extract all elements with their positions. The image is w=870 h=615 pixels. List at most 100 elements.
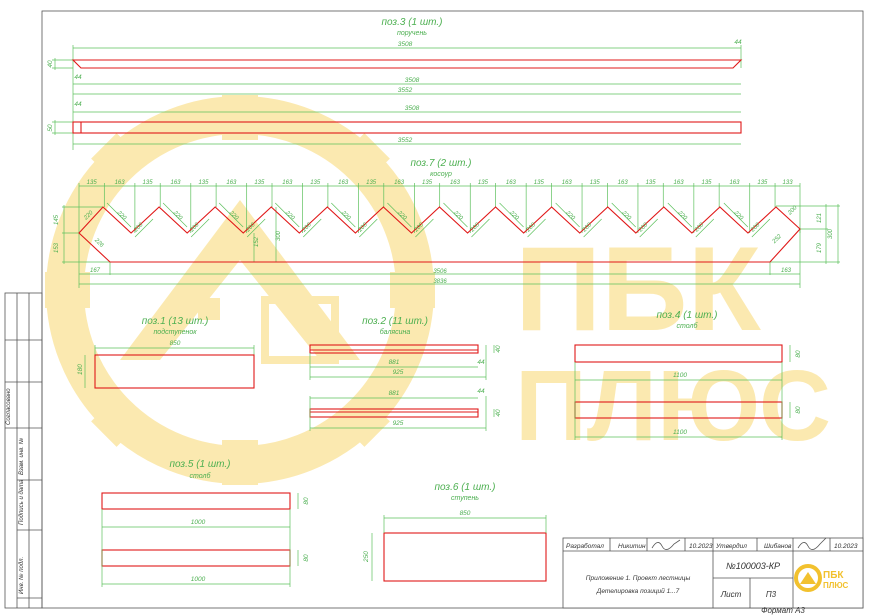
dim-text: 163 [729,180,740,186]
approver-signature [797,537,827,550]
dim-text: 80 [795,350,802,358]
dimension-line [302,218,322,238]
dim-text: 3508 [398,41,413,48]
developer-date: 10.2023 [689,543,713,550]
dim-text: 850 [460,510,471,517]
dim-text: 135 [478,180,489,186]
part-6-title: поз.6 (1 шт.) [434,482,495,493]
dim-text: 881 [389,390,400,397]
stamp-inv-orig: Инв. № подл. [18,557,25,594]
dim-text: 133 [783,180,794,186]
dim-text: 135 [757,180,768,186]
dim-text: 200 [189,222,201,234]
dimension-line [246,218,266,238]
dimension-line [639,218,658,238]
part-3-name: поручень [397,30,427,37]
dim-text: 44 [477,388,485,395]
part-1-riser: поз.1 (13 шт.) подступенок 850 180 [77,316,255,389]
dimension-line [695,218,715,238]
dim-text: 3506 [433,269,447,275]
dimension-line [162,202,188,228]
sheet-label: Лист [720,590,742,599]
watermark-logo: ПБК ПЛЮС [45,95,831,485]
dim-text: 80 [303,554,310,562]
dim-text: 300 [276,230,282,241]
logo-text-1: ПБК [823,570,844,581]
dimension-line [274,202,300,228]
approver-name: Шибанов [764,542,792,550]
dim-text: 50 [47,124,54,132]
part-3-handrail: поз.3 (1 шт.) поручень 3508 44 40 44 350… [47,17,743,150]
dim-text: 135 [143,180,154,186]
dim-text: 135 [198,180,209,186]
dim-text: 200 [469,222,481,234]
dim-text: 44 [74,101,82,108]
dim-text: 163 [674,180,685,186]
dim-text: 44 [74,74,82,81]
dim-text: 163 [226,180,237,186]
dimension-line [751,218,771,238]
part-6-step: поз.6 (1 шт.) ступень 850 250 [363,482,547,582]
dim-text: 152 [254,236,260,247]
dim-text: 3552 [398,87,413,94]
stringer-outline [78,206,801,263]
part-7-name: косоур [430,171,452,178]
dimension-line [387,202,412,228]
dim-text: 163 [338,180,349,186]
dim-text: 135 [646,180,657,186]
dim-text: 300 [828,228,834,239]
dimension-line [555,202,580,228]
dimension-line [527,218,546,238]
dimension-line [218,202,244,228]
dim-text: 135 [590,180,601,186]
dim-text: 850 [170,340,181,347]
dim-text: 881 [389,359,400,366]
dim-text: 3508 [405,105,420,112]
dimension-line [415,218,434,238]
developer-name: Никитин [618,543,646,550]
dimension-line [190,218,210,238]
dim-text: 40 [495,345,502,353]
dimension-line [611,202,636,228]
dim-text: 40 [47,60,54,68]
part-5-title: поз.5 (1 шт.) [169,459,230,470]
stamp-inv-repl: Взам. инв. № [18,437,25,475]
approved-label: Утвердил [715,542,747,550]
dim-text: 80 [303,497,310,505]
dim-text: 121 [817,213,823,223]
dim-text: 163 [115,180,126,186]
description-line-1: Приложение 1. Проект лестницы [586,575,691,582]
dimension-line [583,218,602,238]
dim-text: 252 [771,233,783,245]
dim-text: 135 [310,180,321,186]
part-2-title: поз.2 (11 шт.) [362,316,428,327]
side-stamp [4,292,43,609]
dim-text: 135 [534,180,545,186]
part-4-title: поз.4 (1 шт.) [656,310,717,321]
dim-text: 153 [54,242,60,253]
dim-text: 3552 [398,137,413,144]
dimension-line [443,202,468,228]
dim-text: 135 [422,180,433,186]
approver-date: 10.2023 [834,543,858,550]
watermark-text-2: ПЛЮС [515,350,831,462]
dim-text: 135 [87,180,98,186]
company-logo: ПБК ПЛЮС [794,564,849,592]
dim-text: 179 [817,242,823,253]
dim-text: 145 [54,214,60,225]
dim-text: 163 [618,180,629,186]
dim-text: 1100 [673,429,687,436]
dim-text: 40 [495,409,502,417]
format-label: Формат А3 [761,606,805,615]
dim-text: 1100 [673,372,687,379]
dim-text: 1000 [191,519,206,526]
part-4-name: столб [677,322,699,330]
part-5-post: поз.5 (1 шт.) столб 1000 80 1000 80 [101,459,310,587]
dim-text: 135 [701,180,712,186]
dim-text: 180 [77,364,84,375]
dimension-line [723,202,749,228]
dim-text: 163 [506,180,517,186]
stamp-sign-date: Подпись и дата [19,479,25,525]
dim-text: 135 [254,180,265,186]
